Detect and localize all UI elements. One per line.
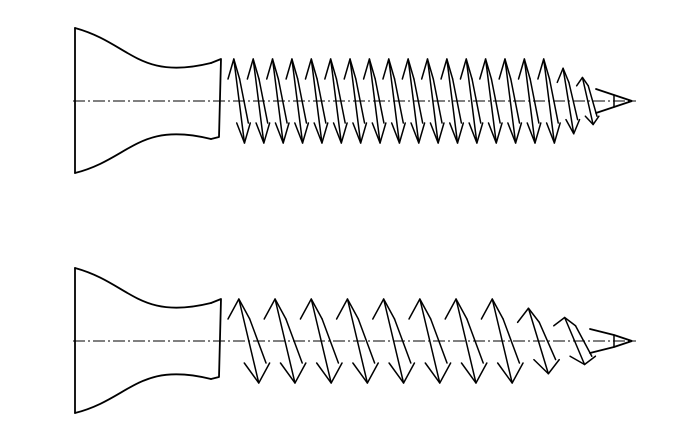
head-lower-curve [74, 133, 212, 174]
thread-top-flank [401, 58, 415, 80]
shank-runout [210, 58, 222, 140]
thread-bottom-flank [565, 118, 581, 135]
thread-crest [455, 298, 477, 384]
thread-top-flank [444, 298, 468, 320]
thread-top-flank [479, 58, 493, 80]
thread-crest [465, 58, 478, 144]
thread-top-flank [440, 58, 454, 80]
thread-crest [274, 298, 296, 384]
thread-bottom-flank [496, 362, 524, 384]
thread-root [538, 321, 557, 361]
thread-top-flank [324, 58, 338, 80]
thread-top-flank [246, 58, 260, 80]
thread-bottom-flank [352, 122, 368, 144]
thread-top-flank [498, 58, 512, 80]
thread-crest [504, 58, 517, 144]
thread-bottom-flank [390, 122, 406, 144]
screw-coarse-thread [73, 267, 636, 414]
thread-bottom-flank [569, 355, 597, 366]
head-upper-curve [74, 27, 212, 69]
thread-top-flank [227, 298, 251, 320]
thread-root [502, 318, 521, 364]
thread-bottom-flank [332, 122, 348, 144]
screw-tip [595, 88, 633, 114]
thread-crest [446, 58, 459, 144]
thread-top-flank [537, 58, 551, 80]
thread-root [587, 85, 598, 117]
thread-bottom-flank [545, 122, 561, 144]
shank-runout [210, 298, 222, 380]
thread-top-flank [480, 298, 504, 320]
thread-top-flank [304, 58, 318, 80]
thread-top-flank [420, 58, 435, 80]
thread-root [357, 318, 376, 364]
thread-bottom-flank [460, 362, 488, 384]
thread-crest [581, 76, 594, 126]
thread-root [321, 318, 340, 364]
thread-top-flank [575, 76, 590, 87]
thread-top-flank [285, 58, 299, 80]
thread-bottom-flank [315, 362, 343, 384]
thread-bottom-flank [429, 122, 445, 144]
thread-top-flank [382, 58, 396, 80]
thread-bottom-flank [371, 122, 387, 144]
thread-top-flank [299, 298, 323, 320]
thread-bottom-flank [410, 122, 426, 144]
thread-bottom-flank [294, 122, 310, 144]
thread-bottom-flank [313, 122, 329, 144]
thread-bottom-flank [584, 115, 600, 126]
thread-bottom-flank [279, 362, 307, 384]
thread-bottom-flank [487, 122, 503, 144]
thread-top-flank [516, 307, 541, 324]
thread-top-flank [553, 316, 577, 327]
head-upper-curve [74, 267, 212, 309]
thread-top-flank [227, 58, 241, 80]
screw-tip [589, 328, 633, 354]
thread-bottom-flank [526, 122, 542, 144]
thread-top-flank [556, 67, 570, 84]
thread-top-flank [343, 58, 357, 80]
thread-top-flank [263, 298, 287, 320]
thread-crest [484, 58, 498, 144]
thread-bottom-flank [507, 122, 523, 144]
thread-bottom-flank [274, 122, 290, 144]
thread-bottom-flank [235, 122, 252, 144]
thread-top-flank [408, 298, 432, 320]
thread-crest [426, 58, 439, 144]
head-lower-curve [74, 373, 212, 414]
thread-bottom-flank [255, 122, 271, 144]
thread-bottom-flank [449, 122, 465, 144]
thread-top-flank [517, 58, 531, 80]
thread-bottom-flank [424, 362, 452, 384]
thread-bottom-flank [533, 358, 560, 375]
thread-top-flank [265, 58, 280, 80]
screw-fine-thread [73, 27, 636, 174]
thread-top-flank [372, 298, 396, 320]
thread-top-flank [459, 58, 473, 80]
thread-top-flank [362, 58, 376, 80]
thread-bottom-flank [352, 362, 379, 384]
thread-bottom-flank [388, 362, 416, 384]
thread-bottom-flank [468, 122, 484, 144]
thread-top-flank [335, 298, 360, 320]
thread-bottom-flank [243, 362, 271, 384]
